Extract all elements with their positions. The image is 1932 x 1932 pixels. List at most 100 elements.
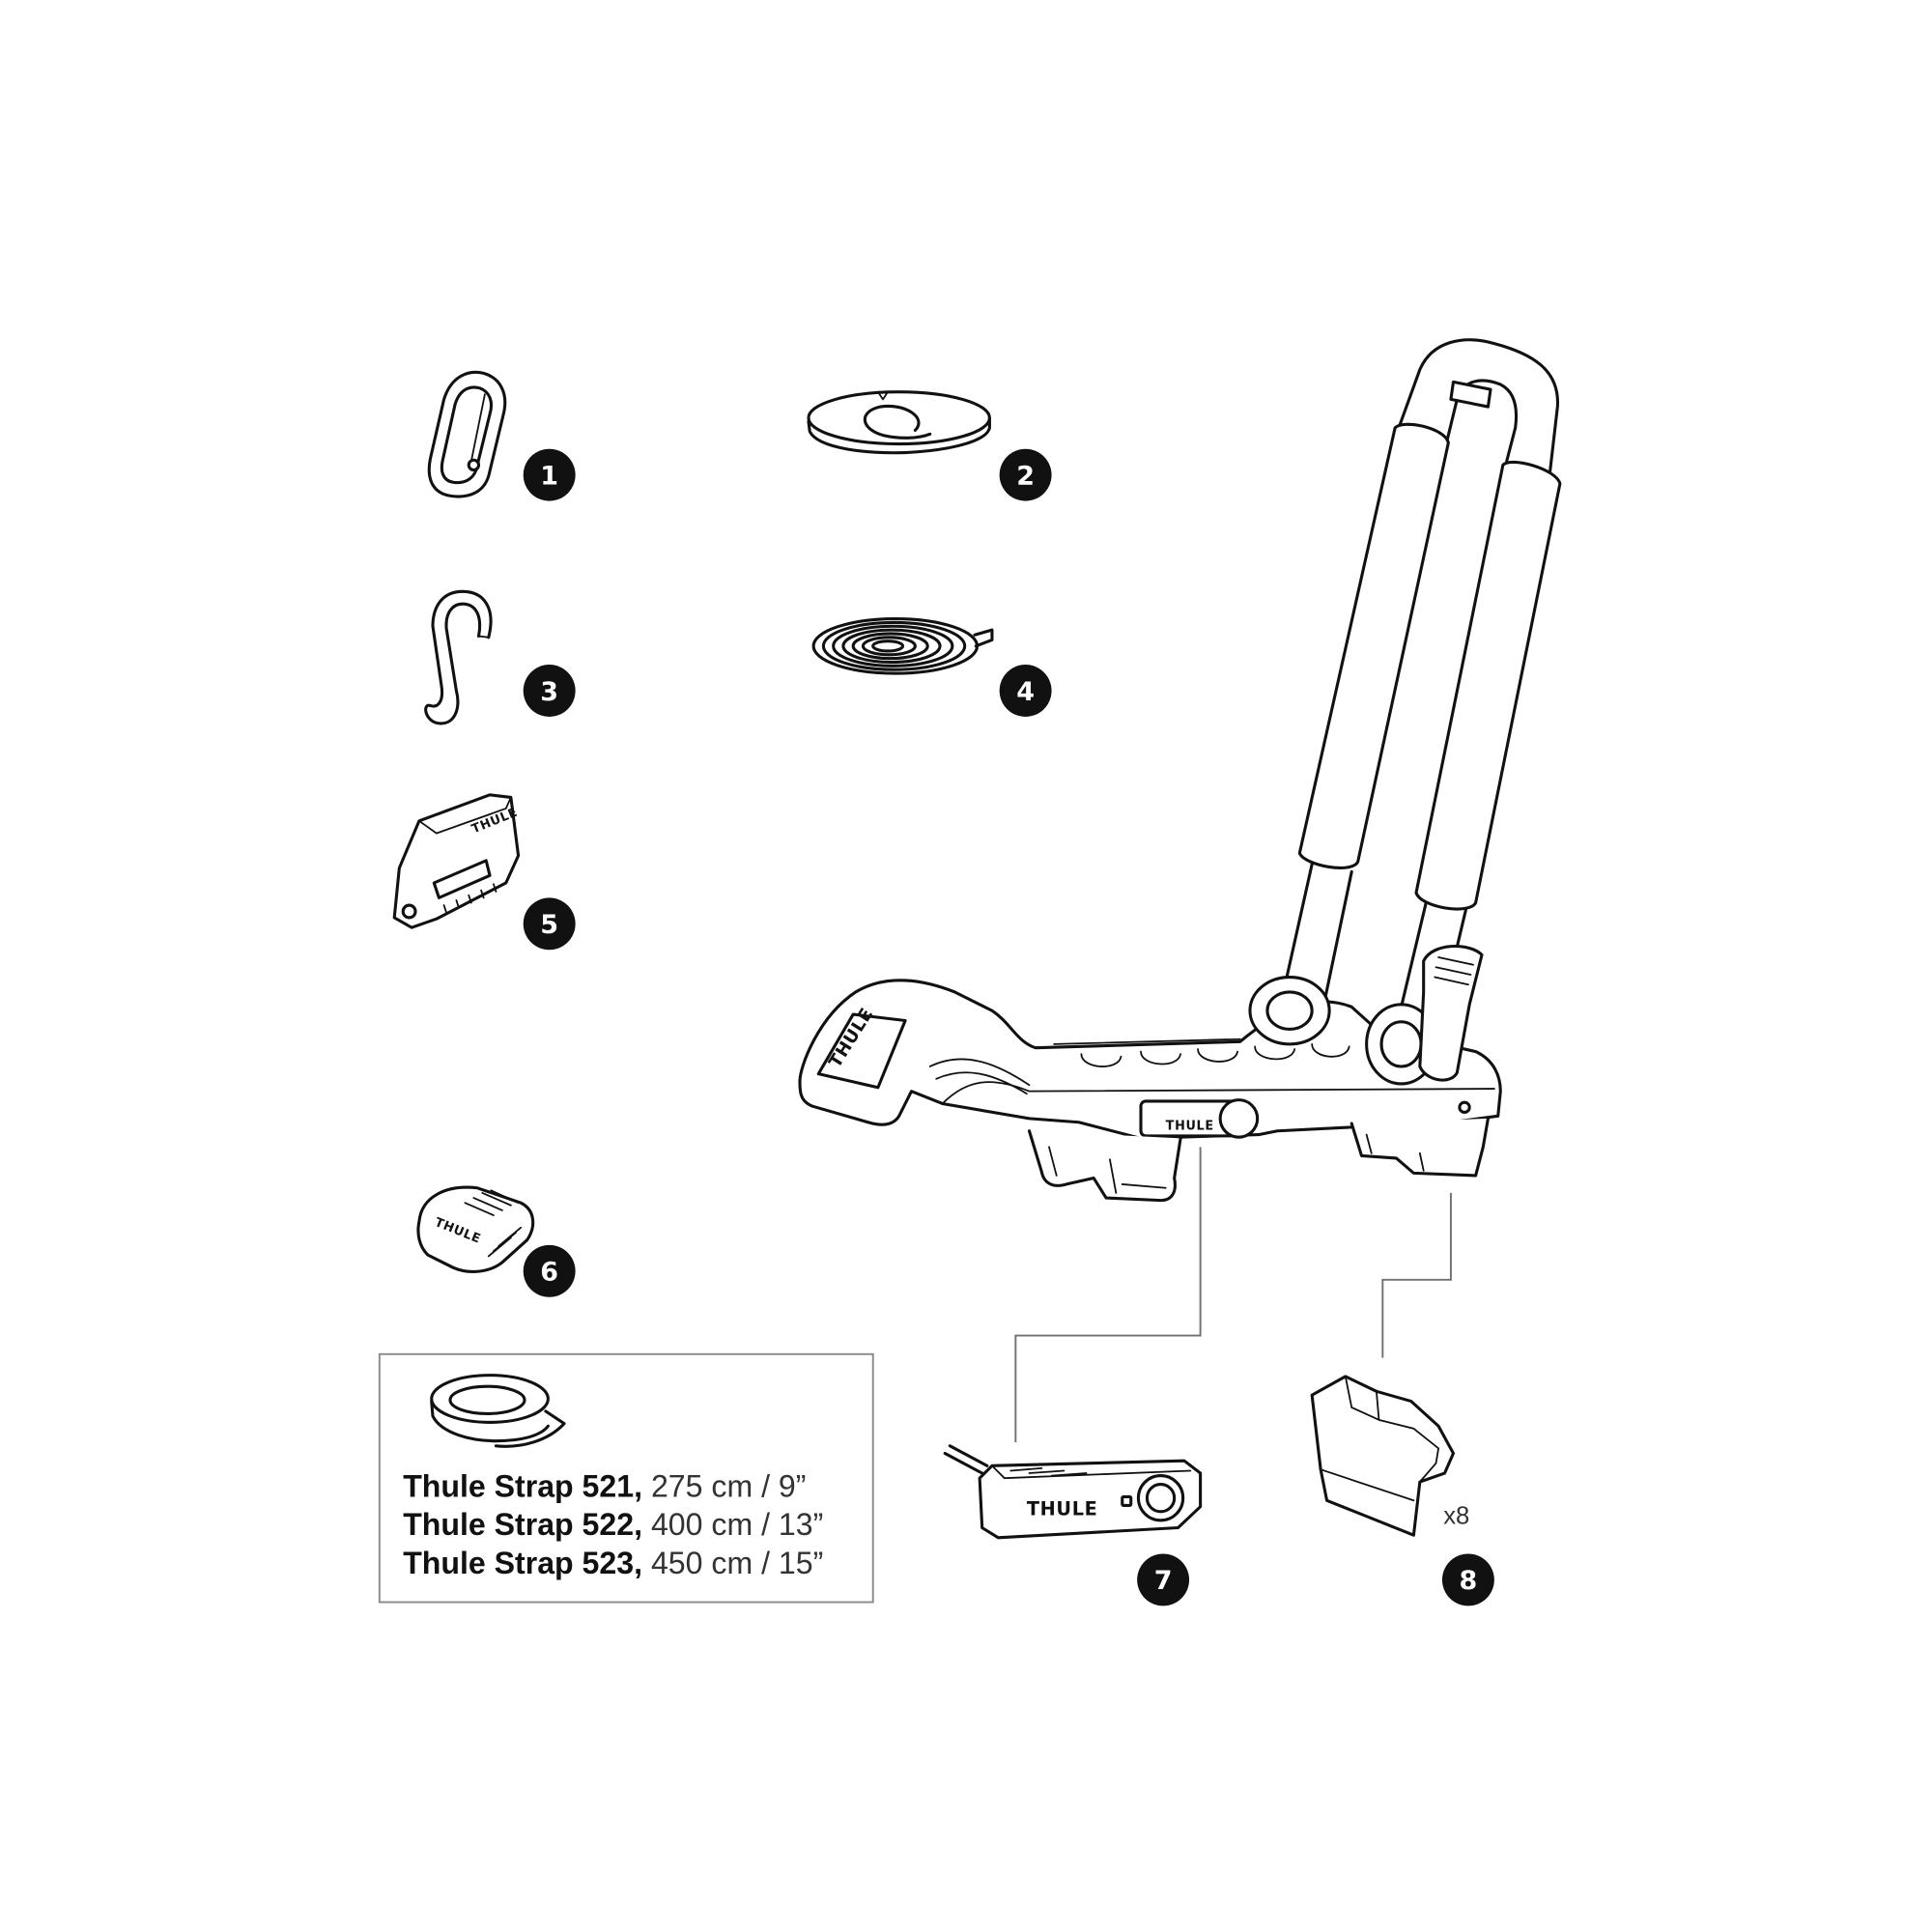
lock-housing-logo: THULE [1027,1498,1098,1520]
strap-info-frame [378,1352,874,1604]
strap-info-box: Thule Strap 521, 275 cm / 9” Thule Strap … [378,1352,874,1604]
left-feet-detail [1048,1146,1167,1194]
carabiner-gate [469,393,486,463]
clip-inner-lines [1320,1376,1440,1502]
rolled-strap-icon [430,1374,566,1448]
base-lock-logo: THULE [1166,1119,1214,1133]
badge-number: 3 [540,677,558,707]
coil-ring [871,639,905,653]
hook-part [424,589,493,725]
j-cradle-assembly: THULE THULE [798,338,1562,1203]
callout-badge-6: 6 [523,1244,576,1297]
left-hinge [1248,976,1331,1046]
clip-part: x8 [1310,1375,1469,1537]
badge-circle [523,665,576,717]
leader-line-clip [1381,1192,1452,1358]
callout-badge-5: 5 [523,897,576,951]
loop-strap-part [807,390,991,455]
callout-badge-2: 2 [999,448,1052,501]
callout-badge-7: 7 [1137,1553,1190,1606]
base-side-ridges [928,1058,1031,1095]
right-foam-pad [1414,460,1562,911]
lock-housing-top [991,1464,1192,1480]
badge-number: 4 [1016,677,1035,707]
ratchet-teeth [442,883,497,914]
coiled-strap-part [811,617,994,675]
badge-number: 6 [540,1258,558,1288]
hook-outline [424,589,493,725]
platform-ribs [1053,1037,1350,1067]
badge-circle [999,448,1052,501]
badge-number: 5 [540,910,558,940]
ratchet-body [392,793,521,929]
badge-circle [523,448,576,501]
coil-ring [821,620,967,671]
rolled-strap-edge [430,1400,550,1443]
strap-line-522: Thule Strap 522, 400 cm / 13” [403,1507,823,1542]
coil-tail [973,628,994,648]
lever-grip-lines [1434,956,1474,986]
strap-model: Thule Strap 523, [403,1546,642,1580]
callout-badge-3: 3 [523,665,576,717]
badge-circle [999,665,1052,717]
strap-model: Thule Strap 522, [403,1507,642,1542]
ratchet-slot [432,859,492,899]
carabiner-outline [427,370,507,498]
strap-length: 400 cm / 13” [651,1507,823,1542]
carabiner-part [427,370,507,498]
coil-ring [841,628,942,665]
rolled-strap-inner [448,1384,526,1415]
lock-knob-center [1145,1483,1177,1514]
leader-line-lock [1014,1147,1202,1442]
strap-length: 275 cm / 9” [651,1468,806,1503]
cradle-top-clip [1449,380,1492,409]
badge-circle [1137,1553,1190,1606]
strap-model: Thule Strap 521, [403,1468,642,1503]
base-lock-knob [1218,1098,1260,1139]
strap-length: 450 cm / 15” [651,1546,823,1580]
coil-ring [832,624,954,668]
callout-badge-8: 8 [1441,1553,1494,1606]
base-screw [1458,1100,1471,1115]
loop-strap-inner-loop [863,404,932,440]
lock-housing-part: THULE [943,1444,1203,1540]
left-feet [1027,1129,1182,1203]
release-lever [1418,944,1484,1082]
logo-plate [816,1012,907,1090]
lock-strap-end [943,1444,989,1475]
badge-circle [1441,1553,1494,1606]
left-hinge-core [1265,990,1314,1032]
badge-circle [523,897,576,951]
coil-ring [851,632,929,661]
strap-line-523: Thule Strap 523, 450 cm / 15” [403,1546,823,1580]
left-foam-pad [1297,422,1450,869]
right-feet-detail [1365,1133,1425,1172]
badge-number: 1 [540,461,558,491]
loop-strap-lower-edge [807,416,991,455]
buckle-cover-outline [416,1185,535,1273]
clip-quantity: x8 [1443,1503,1469,1530]
loop-strap-outer [807,390,991,446]
badge-number: 2 [1016,461,1035,491]
rolled-strap-tail [494,1409,566,1448]
right-feet [1350,1117,1490,1178]
loop-strap-seam [876,390,890,401]
ratchet-buckle-part: THULE [392,793,521,929]
badge-number: 7 [1154,1566,1173,1596]
badge-circle [523,1244,576,1297]
cradle-top-bend-outer [1397,338,1559,473]
base-lower-edge [941,1081,1495,1105]
buckle-cover-ribs [464,1189,523,1258]
lock-knob [1136,1474,1185,1522]
hook-tip [477,635,490,639]
badge-number: 8 [1460,1566,1478,1596]
strap-line-521: Thule Strap 521, 275 cm / 9” [403,1468,806,1503]
buckle-cover-part: THULE [416,1185,535,1273]
ratchet-top-face [417,796,512,835]
lock-icon [1121,1494,1133,1507]
carabiner-rivet [467,458,481,472]
coil-ring [861,636,917,657]
callout-badge-1: 1 [523,448,576,501]
ratchet-pivot [401,903,417,920]
